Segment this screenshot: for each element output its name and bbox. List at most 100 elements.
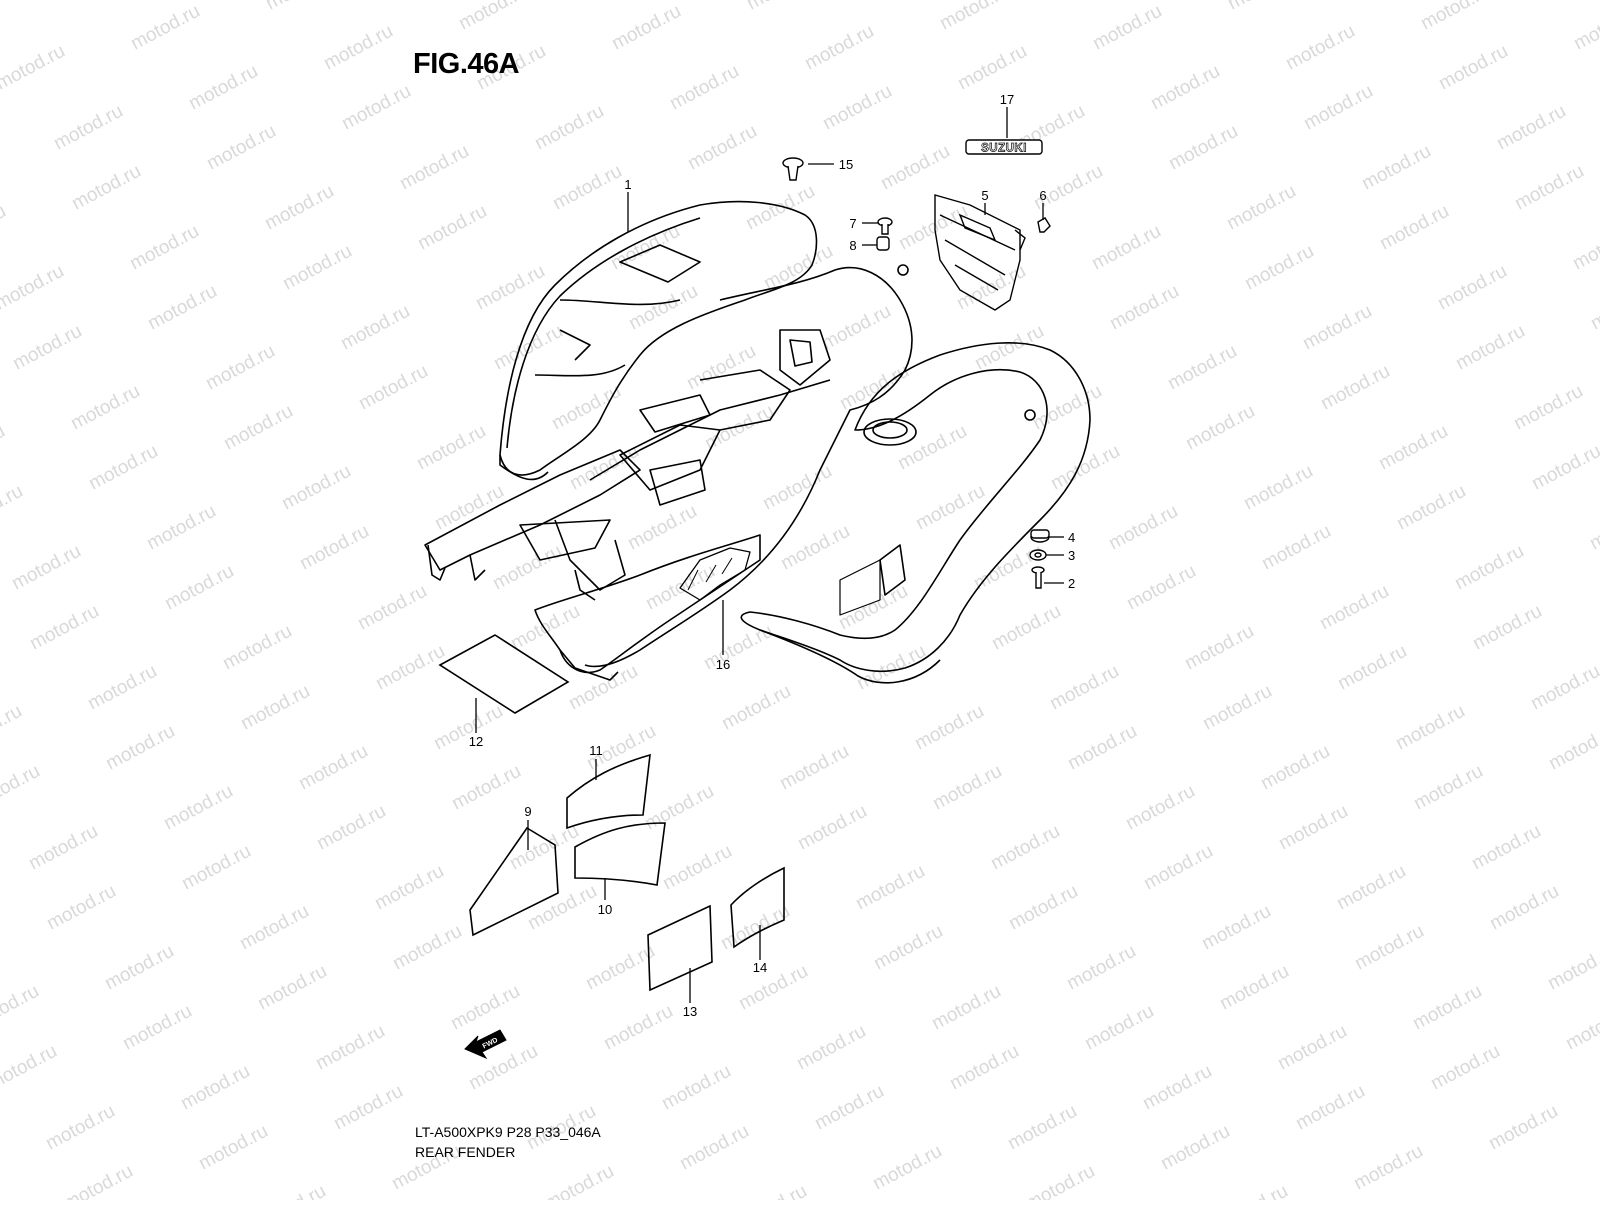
watermark-text: motod.ru [1452, 321, 1528, 375]
figure-title: FIG.46A [413, 48, 520, 80]
watermark-text: motod.ru [1081, 1001, 1157, 1055]
watermark-text: motod.ru [1299, 301, 1375, 355]
watermark-text: motod.ru [371, 861, 447, 915]
watermark-text: motod.ru [448, 761, 524, 815]
watermark-text: motod.ru [1486, 881, 1562, 935]
callout-6: 6 [1039, 188, 1046, 203]
watermark-text: motod.ru [0, 201, 10, 255]
label-11-shape [566, 753, 651, 830]
section-name: REAR FENDER [415, 1144, 516, 1160]
watermark-text: motod.ru [683, 341, 759, 395]
watermark-text: motod.ru [912, 481, 988, 535]
watermark-text: motod.ru [684, 121, 760, 175]
watermark-text: motod.ru [1198, 901, 1274, 955]
watermark-text: motod.ru [0, 1041, 61, 1095]
watermark-text: motod.ru [1417, 0, 1493, 34]
watermark-text: motod.ru [447, 981, 523, 1035]
watermark-text: motod.ru [607, 221, 683, 275]
watermark-text: motod.ru [625, 281, 701, 335]
watermark-text: motod.ru [1088, 221, 1164, 275]
watermark-text: motod.ru [541, 1161, 617, 1200]
watermark-text: motod.ru [1105, 501, 1181, 555]
watermark-text: motod.ru [43, 881, 119, 935]
callout-17: 17 [1000, 92, 1014, 107]
watermark-text: motod.ru [1409, 981, 1485, 1035]
watermark-text: motod.ru [1123, 561, 1199, 615]
watermark-text: motod.ru [507, 601, 583, 655]
watermark-text: motod.ru [717, 901, 793, 955]
watermark-text: motod.ru [1570, 1, 1600, 55]
watermark-text: motod.ru [202, 341, 278, 395]
watermark-text: motod.ru [676, 1121, 752, 1175]
watermark-text: motod.ru [1569, 221, 1600, 275]
label-12-shape [438, 634, 570, 714]
watermark-text: motod.ru [793, 1021, 869, 1075]
watermark-text: motod.ru [1393, 481, 1469, 535]
watermark-text: motod.ru [313, 801, 389, 855]
model-code: LT-A500XPK9 P28 P33_046A [415, 1124, 601, 1140]
callout-5: 5 [981, 188, 988, 203]
watermark-text: motod.ru [1451, 541, 1527, 595]
watermark-text: motod.ru [735, 961, 811, 1015]
watermark-text: motod.ru [818, 301, 894, 355]
watermark-text: motod.ru [936, 0, 1012, 34]
watermark-text: motod.ru [220, 401, 296, 455]
fwd-arrow-icon: FWD [464, 1029, 507, 1060]
rear-fender-drawing [424, 200, 1091, 684]
watermark-text: motod.ru [988, 601, 1064, 655]
watermark-text: motod.ru [659, 841, 735, 895]
watermark-text: motod.ru [600, 1001, 676, 1055]
watermark-text: motod.ru [42, 1101, 118, 1155]
label-14-shape [730, 866, 785, 949]
watermark-text: motod.ru [372, 641, 448, 695]
watermark-text: motod.ru [9, 321, 85, 375]
label-9-shape [469, 826, 559, 937]
watermark-text: motod.ru [355, 361, 431, 415]
watermark-text: motod.ru [1140, 841, 1216, 895]
watermark-text: motod.ru [1274, 1021, 1350, 1075]
watermark-text: motod.ru [413, 421, 489, 475]
callout-15: 15 [839, 157, 853, 172]
watermark-text: motod.ru [330, 1081, 406, 1135]
watermark-text: motod.ru [794, 801, 870, 855]
watermark-text: motod.ru [60, 1161, 136, 1200]
watermark-text: motod.ru [278, 461, 354, 515]
watermark-text: motod.ru [1392, 701, 1468, 755]
watermark-text: motod.ru [801, 21, 877, 75]
watermark-text: motod.ru [8, 541, 84, 595]
watermark-text: motod.ru [549, 161, 625, 215]
watermark-text: motod.ru [870, 921, 946, 975]
callout-8: 8 [849, 238, 856, 253]
decals-drawing [438, 634, 785, 992]
watermark-text: motod.ru [312, 1021, 388, 1075]
watermark-text: motod.ru [548, 381, 624, 435]
watermark-text: motod.ru [84, 661, 160, 715]
watermark-text: motod.ru [1147, 61, 1223, 115]
watermark-text: motod.ru [253, 1181, 329, 1200]
watermark-text: motod.ru [759, 461, 835, 515]
watermark-text: motod.ru [531, 101, 607, 155]
watermark-text: motod.ru [742, 181, 818, 235]
watermark-text: motod.ru [1282, 21, 1358, 75]
watermark-text: motod.ru [389, 921, 465, 975]
watermark-text: motod.ru [1317, 361, 1393, 415]
watermark-text: motod.ru [1064, 721, 1140, 775]
watermark-text: motod.ru [1469, 601, 1545, 655]
watermark-text: motod.ru [320, 21, 396, 75]
watermark-text: motod.ru [1333, 861, 1409, 915]
watermark-text: motod.ru [1493, 101, 1569, 155]
watermark-text: motod.ru [144, 281, 220, 335]
watermark-text: motod.ru [1139, 1061, 1215, 1115]
watermark-text: motod.ru [143, 501, 219, 555]
watermark-text: motod.ru [295, 741, 371, 795]
watermark-text: motod.ru [178, 841, 254, 895]
callout-13: 13 [683, 1004, 697, 1019]
callout-numbers: 1 2 3 4 5 6 7 8 9 10 11 12 13 14 15 16 1… [469, 92, 1075, 1019]
watermark-text: motod.ru [1199, 681, 1275, 735]
watermark-text: motod.ru [354, 581, 430, 635]
watermark-text: motod.ru [971, 321, 1047, 375]
watermark-text: motod.ru [1157, 1121, 1233, 1175]
watermark-text: motod.ru [718, 681, 794, 735]
watermark-text: motod.ru [895, 201, 971, 255]
